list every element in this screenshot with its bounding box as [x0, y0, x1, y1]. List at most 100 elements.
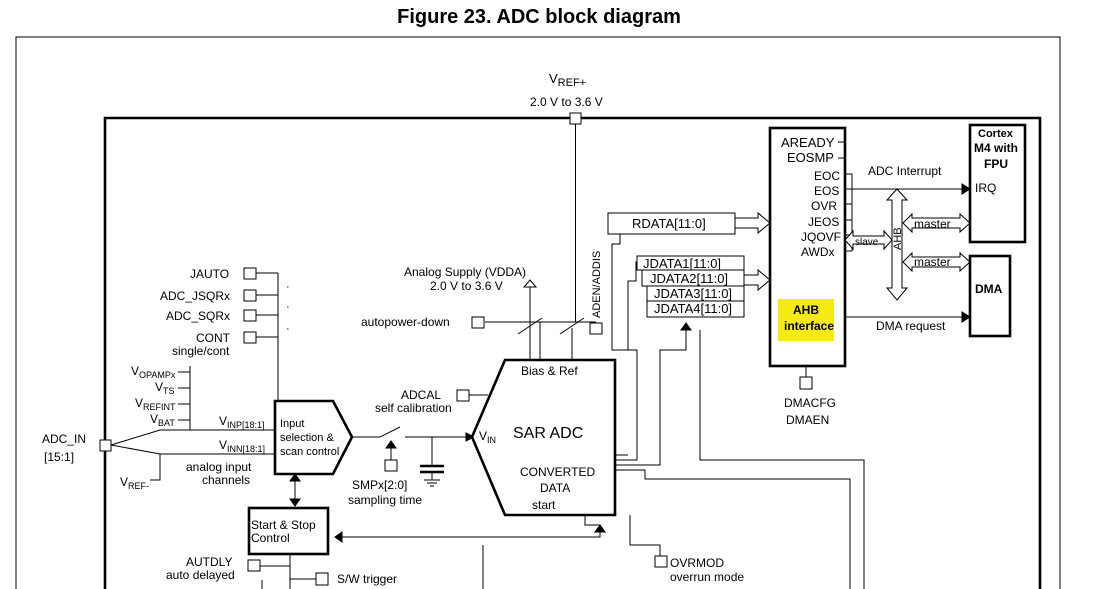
autdly-pin	[247, 559, 261, 572]
svg-text:overrun mode: overrun mode	[670, 570, 744, 584]
svg-text:·: ·	[286, 281, 290, 293]
aden-label: ADEN/ADDIS	[591, 251, 603, 318]
vref-pin	[569, 112, 582, 125]
aden-pin	[589, 322, 603, 335]
svg-text:master: master	[914, 217, 951, 231]
svg-text:VINN[18:1]: VINN[18:1]	[219, 438, 265, 454]
svg-text:JEOS: JEOS	[808, 215, 839, 229]
analog-supply: Analog Supply (VDDA) 2.0 V to 3.6 V auto…	[361, 251, 603, 360]
svg-text:2.0 V to 3.6 V: 2.0 V to 3.6 V	[430, 279, 503, 293]
svg-text:ADC_SQRx: ADC_SQRx	[166, 309, 230, 323]
svg-text:M4 with: M4 with	[974, 141, 1018, 155]
svg-text:AREADY: AREADY	[781, 135, 835, 150]
svg-text:SMPx[2:0]: SMPx[2:0]	[352, 478, 407, 492]
svg-text:JDATA4[11:0]: JDATA4[11:0]	[654, 301, 732, 316]
svg-text:DATA: DATA	[540, 481, 570, 495]
svg-text:slave: slave	[855, 237, 879, 248]
svg-text:RDATA[11:0]: RDATA[11:0]	[632, 216, 706, 231]
input-selection-block: Input selection & scan control	[273, 399, 476, 476]
ahb-highlight	[778, 299, 834, 341]
svg-text:VREF+: VREF+	[549, 71, 586, 89]
svg-text:AWDx: AWDx	[801, 245, 835, 259]
svg-text:VINP[18:1]: VINP[18:1]	[219, 414, 265, 430]
svg-text:OVR: OVR	[811, 199, 837, 213]
sar-connections: OVRMOD overrun mode	[334, 225, 865, 589]
svg-text:single/cont: single/cont	[172, 344, 230, 358]
svg-text:Input: Input	[280, 418, 304, 430]
autopower-label: autopower-down	[361, 315, 450, 329]
left-control: JAUTO ADC_JSQRx ADC_SQRx CONT single/con…	[160, 267, 290, 400]
figure-frame	[15, 36, 1061, 589]
svg-text:ADC_JSQRx: ADC_JSQRx	[160, 289, 230, 303]
sw-trigger-pin	[315, 572, 329, 586]
svg-text:EOC: EOC	[814, 169, 840, 183]
sampling: ADCAL self calibration SMPx[2:0] samplin…	[348, 388, 488, 507]
svg-text:ADC Interrupt: ADC Interrupt	[868, 164, 942, 178]
svg-text:master: master	[914, 255, 951, 269]
vref-range: 2.0 V to 3.6 V	[530, 95, 603, 109]
svg-text:DMA: DMA	[975, 282, 1003, 296]
svg-text:Analog Supply (VDDA): Analog Supply (VDDA)	[404, 265, 526, 279]
svg-text:channels: channels	[202, 473, 250, 487]
svg-text:AHB: AHB	[892, 227, 904, 250]
svg-text:VTS: VTS	[155, 380, 175, 396]
svg-text:[15:1]: [15:1]	[44, 450, 74, 464]
ahb-interface: AREADY EOSMP EOC EOS OVR JEOS JQOVF AWDx…	[768, 126, 847, 427]
svg-text:self calibration: self calibration	[375, 401, 452, 415]
sar-adc-block: Bias & Ref VIN SAR ADC CONVERTED DATA st…	[470, 358, 617, 517]
start-stop-block: Start & Stop Control AUTDLY auto delayed…	[166, 506, 397, 589]
svg-text:DMACFG: DMACFG	[784, 396, 836, 410]
svg-text:AUTDLY: AUTDLY	[186, 555, 232, 569]
svg-text:DMA request: DMA request	[876, 319, 946, 333]
cortex-block: Cortex M4 with FPU IRQ	[968, 123, 1027, 244]
start-stop-link	[289, 473, 301, 507]
svg-text:AHB: AHB	[793, 303, 819, 317]
svg-text:Cortex: Cortex	[978, 128, 1014, 140]
adcal-pin	[456, 389, 470, 402]
svg-text:S/W trigger: S/W trigger	[337, 572, 397, 586]
ovrmod-pin	[654, 555, 668, 568]
adc-in-pin	[99, 439, 112, 452]
supply-arrow	[522, 279, 538, 288]
svg-text:IRQ: IRQ	[975, 181, 996, 195]
svg-text:EOS: EOS	[814, 184, 839, 198]
svg-text:Bias & Ref: Bias & Ref	[521, 364, 578, 378]
svg-text:ADC_IN: ADC_IN	[42, 432, 86, 446]
dmacfg-pin	[799, 376, 813, 390]
svg-text:FPU: FPU	[984, 157, 1008, 171]
svg-text:ADCAL: ADCAL	[401, 388, 441, 402]
svg-text:CONVERTED: CONVERTED	[520, 465, 595, 479]
ahb-bus: AHB slave master master	[844, 188, 971, 301]
svg-text:·: ·	[286, 301, 290, 313]
svg-text:·: ·	[286, 323, 290, 335]
svg-text:EOSMP: EOSMP	[787, 150, 834, 165]
analog-inputs: VOPAMPx VTS VREFINT VBAT VINP[18:1] VINN…	[42, 364, 275, 491]
svg-text:SAR ADC: SAR ADC	[513, 425, 583, 442]
svg-text:scan control: scan control	[280, 446, 339, 458]
svg-text:Start & Stop: Start & Stop	[251, 518, 316, 532]
figure-title: Figure 23. ADC block diagram	[397, 6, 681, 28]
svg-text:JDATA3[11:0]: JDATA3[11:0]	[654, 286, 732, 301]
svg-text:sampling time: sampling time	[348, 493, 422, 507]
smpx-pin	[384, 459, 398, 472]
svg-text:VIN: VIN	[479, 429, 496, 445]
svg-text:JQOVF: JQOVF	[801, 230, 841, 244]
svg-text:analog input: analog input	[186, 460, 252, 474]
svg-text:start: start	[532, 498, 556, 512]
svg-text:CONT: CONT	[196, 331, 231, 345]
svg-text:VREF-: VREF-	[120, 475, 149, 491]
svg-text:interface: interface	[784, 319, 834, 333]
svg-text:JDATA2[11:0]: JDATA2[11:0]	[650, 271, 728, 286]
svg-text:Control: Control	[251, 531, 290, 545]
ahb-outputs: ADC Interrupt DMA request	[845, 164, 971, 333]
svg-text:JDATA1[11:0]: JDATA1[11:0]	[643, 256, 721, 271]
svg-text:VOPAMPx: VOPAMPx	[131, 364, 176, 380]
svg-text:selection &: selection &	[280, 432, 334, 444]
svg-text:JAUTO: JAUTO	[190, 267, 229, 281]
svg-text:VBAT: VBAT	[150, 412, 175, 428]
svg-text:OVRMOD: OVRMOD	[670, 556, 724, 570]
svg-text:auto delayed: auto delayed	[166, 568, 235, 582]
registers: RDATA[11:0] JDATA1[11:0] JDATA2[11:0] JD…	[607, 211, 771, 318]
svg-text:DMAEN: DMAEN	[786, 413, 829, 427]
